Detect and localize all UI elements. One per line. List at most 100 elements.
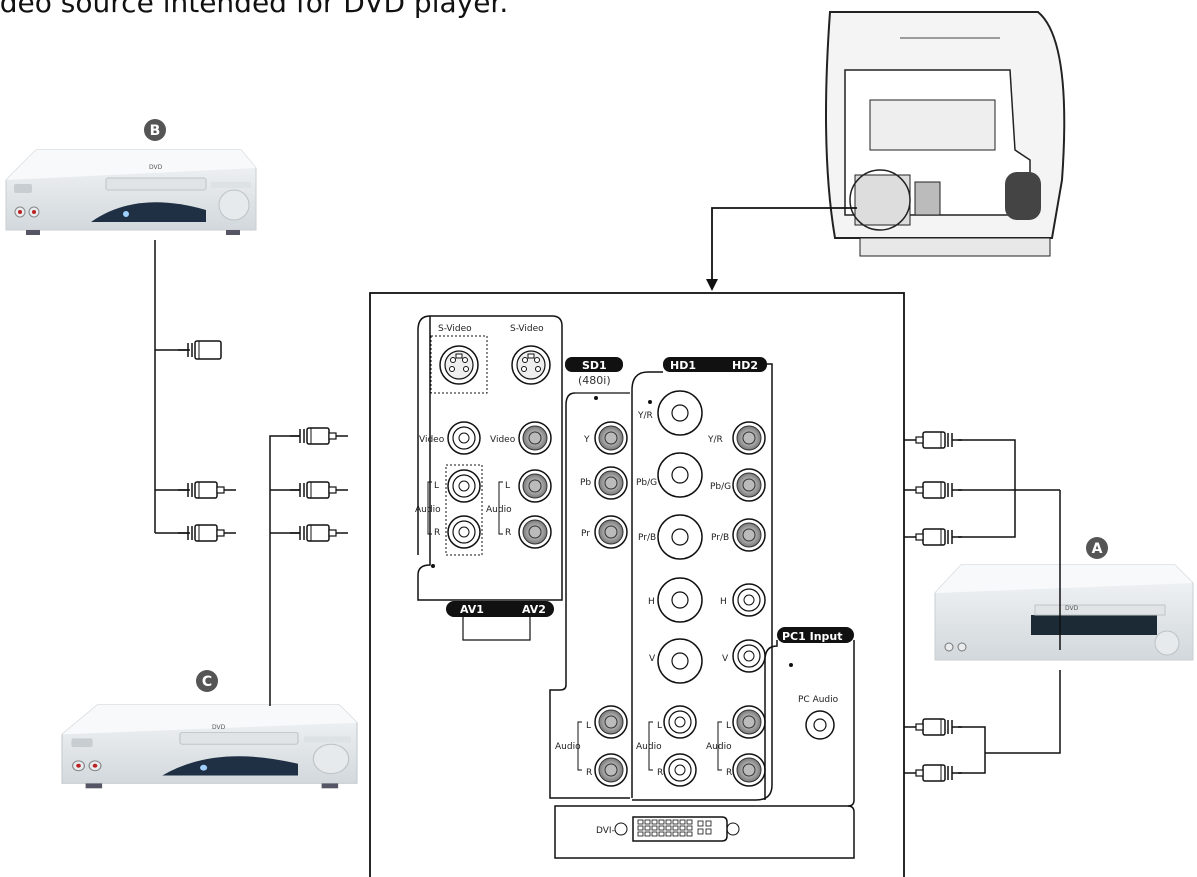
- rca-plug-c-left: [289, 481, 349, 499]
- detail-pointer: [711, 207, 857, 283]
- dvi-pin: [658, 831, 665, 837]
- dvi-pin: [665, 825, 672, 831]
- svideo-jack-av1[interactable]: [439, 345, 479, 385]
- tv-rear-view: [825, 11, 1066, 257]
- sd1-pr-label: Pr: [581, 529, 590, 539]
- hd2-v-label: V: [722, 654, 729, 664]
- dvd-badge-c: DVD: [212, 724, 226, 731]
- sd1-audio-l-jack[interactable]: [594, 705, 628, 739]
- video-jack-av1[interactable]: [447, 421, 481, 455]
- dvi-pin: [637, 831, 644, 837]
- sd1-y-label: Y: [583, 435, 590, 445]
- hd1-audio-l-jack[interactable]: [663, 705, 697, 739]
- svideo-plug-b: [177, 340, 222, 360]
- hd1-pbg-jack[interactable]: [657, 452, 703, 498]
- hd1-yr-jack[interactable]: [657, 390, 703, 436]
- dvi-pin: [705, 828, 712, 835]
- hd-input-block: HD1 HD2 Y/R Pb/G Pr/B H V Y/R Pb/G Pr/B …: [631, 357, 773, 801]
- dvi-pin: [665, 831, 672, 837]
- av2-l-label: L: [505, 481, 510, 491]
- hd2-pbg-jack[interactable]: [732, 468, 766, 502]
- audio-l-jack-av2[interactable]: [518, 469, 552, 503]
- dvi-input-block: DVI-D: [554, 805, 855, 859]
- av-input-block: S-Video S-Video Video Video L R Audio L …: [415, 315, 563, 641]
- av2-label: AV2: [522, 603, 546, 616]
- av1-l-label: L: [434, 481, 439, 491]
- video-right-label: Video: [490, 435, 516, 445]
- svg-text:C: C: [202, 674, 212, 690]
- sd1-pb-label: Pb: [580, 478, 591, 488]
- dvd-badge-b: DVD: [149, 164, 163, 171]
- rca-plug-c-video: [289, 427, 349, 445]
- dvi-pin: [644, 825, 651, 831]
- sd1-input-block: SD1 (480i) Y Pb Pr Audio L R: [549, 357, 630, 799]
- sd1-audio-label: Audio: [555, 742, 581, 752]
- sd1-pr-jack[interactable]: [594, 515, 628, 549]
- audio-r-jack-av1[interactable]: [447, 515, 481, 549]
- device-a-marker: A: [1086, 537, 1108, 559]
- hd1-pbg-label: Pb/G: [636, 478, 657, 488]
- dvi-port[interactable]: [614, 816, 740, 842]
- hd1-h-jack[interactable]: [657, 577, 703, 623]
- hd2-r-label: R: [726, 768, 732, 778]
- video-jack-av2[interactable]: [518, 421, 552, 455]
- hd1-r-label: R: [657, 768, 663, 778]
- hd1-audio-r-jack[interactable]: [663, 753, 697, 787]
- hd1-v-jack[interactable]: [657, 638, 703, 684]
- device-c-cables: [269, 435, 300, 706]
- hd2-prb-label: Pr/B: [711, 533, 729, 543]
- dvi-pin: [686, 831, 693, 837]
- dvi-pin: [665, 819, 672, 825]
- device-b-marker: B: [144, 119, 166, 141]
- hd2-v-jack[interactable]: [732, 639, 766, 673]
- hd2-audio-r-jack[interactable]: [732, 753, 766, 787]
- sd1-label: SD1: [582, 359, 607, 372]
- svideo-jack-av2[interactable]: [511, 345, 551, 385]
- hd2-pbg-label: Pb/G: [710, 482, 731, 492]
- dvi-pin: [672, 825, 679, 831]
- dvi-pin: [658, 825, 665, 831]
- video-left-label: Video: [419, 435, 445, 445]
- device-c-marker: C: [196, 670, 218, 692]
- dvi-pin: [697, 820, 704, 827]
- dvi-pin: [679, 825, 686, 831]
- hd2-yr-label: Y/R: [707, 435, 723, 445]
- av1-audio-label: Audio: [415, 505, 441, 515]
- hd2-audio-l-jack[interactable]: [732, 705, 766, 739]
- dvi-pin: [686, 819, 693, 825]
- hd1-yr-label: Y/R: [637, 411, 653, 421]
- hd2-h-jack[interactable]: [732, 583, 766, 617]
- audio-l-jack-av1[interactable]: [447, 469, 481, 503]
- dvi-pin: [672, 819, 679, 825]
- av1-label: AV1: [460, 603, 484, 616]
- sd1-l-label: L: [586, 721, 591, 731]
- dvi-pin: [651, 819, 658, 825]
- hd2-prb-jack[interactable]: [732, 518, 766, 552]
- rca-plug-b-left: [177, 481, 237, 499]
- dvi-pin: [679, 831, 686, 837]
- dvi-pin: [705, 820, 712, 827]
- pc-audio-jack[interactable]: [805, 710, 835, 740]
- header-text: ideo source intended for DVD player.: [0, 0, 509, 19]
- sd1-r-label: R: [586, 768, 592, 778]
- dvd-player-b: DVD: [5, 149, 257, 236]
- hd2-audio-label: Audio: [706, 742, 732, 752]
- av2-r-label: R: [505, 528, 511, 538]
- dvi-pin: [697, 828, 704, 835]
- dvd-player-c: DVD: [61, 704, 358, 789]
- hd1-label: HD1: [670, 359, 696, 372]
- dvi-pin: [672, 831, 679, 837]
- dvi-pin: [644, 819, 651, 825]
- dvi-pin: [644, 831, 651, 837]
- hd2-yr-jack[interactable]: [732, 421, 766, 455]
- hd1-prb-jack[interactable]: [657, 514, 703, 560]
- hd1-prb-label: Pr/B: [638, 533, 656, 543]
- rca-plug-c-right: [289, 524, 349, 542]
- hd2-label: HD2: [732, 359, 758, 372]
- hd2-l-label: L: [726, 721, 731, 731]
- audio-r-jack-av2[interactable]: [518, 515, 552, 549]
- sd1-audio-r-jack[interactable]: [594, 753, 628, 787]
- sd1-pb-jack[interactable]: [594, 466, 628, 500]
- sd1-y-jack[interactable]: [594, 421, 628, 455]
